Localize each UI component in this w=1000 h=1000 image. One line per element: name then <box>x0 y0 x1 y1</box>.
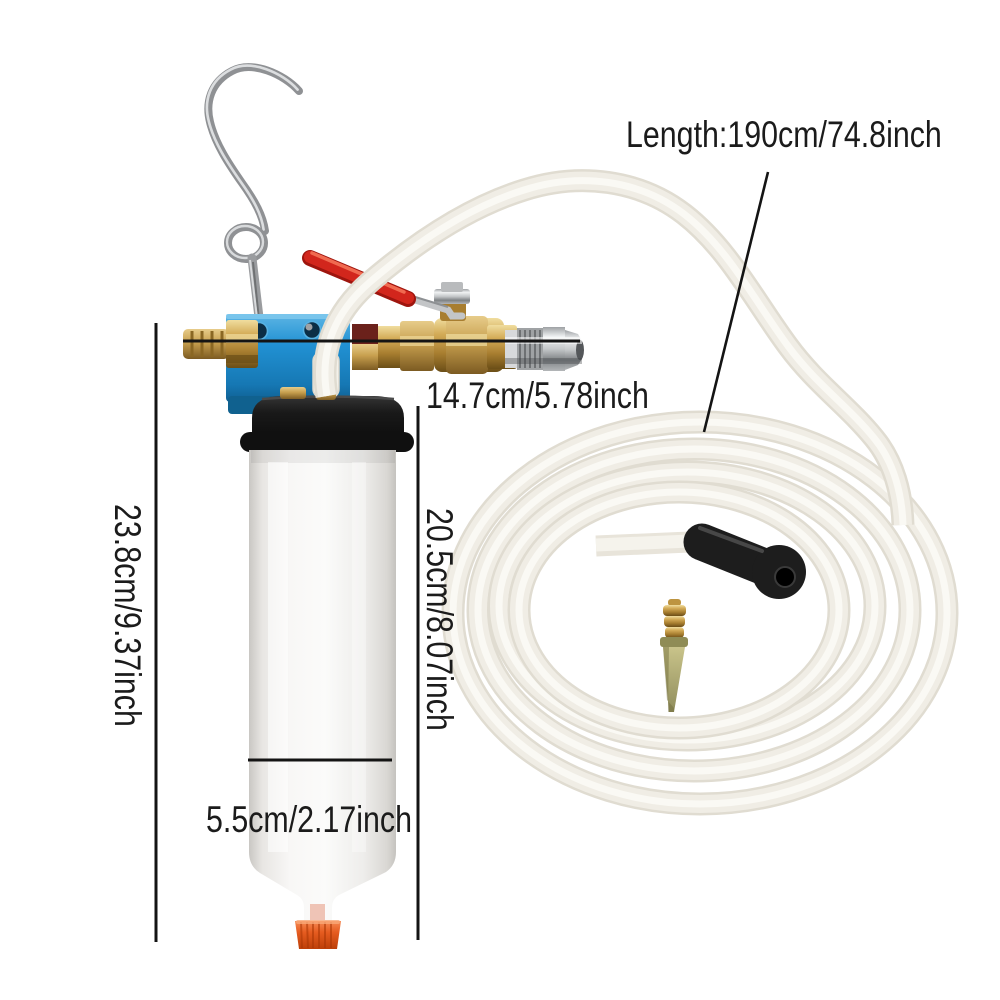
tube-length-pointer-line <box>702 171 770 433</box>
coiled-clear-tube <box>441 410 959 816</box>
label-bottle-diameter: 5.5cm/2.17inch <box>206 798 413 840</box>
orange-drain-cap <box>295 920 341 949</box>
label-assembly-width: 14.7cm/5.78inch <box>426 374 649 416</box>
dimension-lines <box>154 171 770 942</box>
brass-barb-fitting <box>183 320 258 368</box>
chrome-quick-coupler <box>505 327 584 371</box>
black-pump-cap <box>240 395 414 452</box>
bottle-neck-tint <box>310 904 325 920</box>
label-overall-height: 23.8cm/9.37inch <box>107 504 149 727</box>
hanging-hook-icon <box>204 63 303 331</box>
black-elbow-connector <box>595 523 806 599</box>
label-bottle-height: 20.5cm/8.07inch <box>419 508 461 731</box>
label-tube-length: Length:190cm/74.8inch <box>626 113 942 155</box>
tube-long-arc <box>280 169 915 526</box>
bleeder-needle-adapter <box>660 599 688 712</box>
brass-ball-valve <box>352 282 517 374</box>
fluid-reservoir-bottle <box>249 450 396 949</box>
